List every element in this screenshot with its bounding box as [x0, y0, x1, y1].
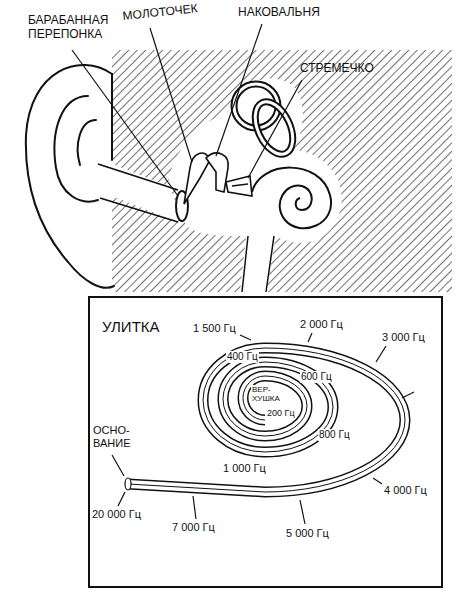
part-label: МОЛОТОЧЕК [122, 2, 198, 24]
base-label: ОСНО- ВАНИЕ [93, 424, 137, 449]
frequency-label: 400 Гц [226, 351, 259, 363]
part-label: БАРАБАННАЯ ПЕРЕПОНКА [28, 14, 124, 42]
frequency-label: 7 000 Гц [172, 521, 215, 534]
cochlea-spiral [125, 348, 405, 492]
bone-hatching [112, 50, 452, 292]
box-heading: УЛИТКА [102, 318, 160, 335]
leader-lines [72, 24, 302, 196]
cochlea-small [252, 168, 331, 229]
part-label: НАКОВАЛЬНЯ [238, 6, 320, 20]
frequency-label: 800 Гц [318, 429, 351, 441]
ossicles [184, 153, 252, 204]
frequency-label: 4 000 Гц [384, 484, 427, 497]
frequency-label: 600 Гц [300, 371, 333, 383]
frequency-label: 5 000 Гц [286, 527, 329, 540]
frequency-label: 3 000 Гц [382, 331, 425, 344]
ear-canal [98, 164, 178, 222]
apex-label: ВЕР- ХУШКА [251, 385, 283, 403]
frequency-label: 2 000 Гц [300, 318, 343, 331]
frequency-label: 1 500 Гц [193, 322, 236, 335]
outer-ear [26, 65, 114, 288]
inset-ground [88, 296, 443, 588]
frequency-label: 20 000 Гц [92, 508, 141, 521]
part-label: СТРЕМЕЧКО [300, 62, 374, 76]
frequency-ticks [112, 333, 414, 524]
frequency-label: 1 000 Гц [222, 462, 267, 475]
frequency-label: 200 Гц [266, 408, 296, 418]
eustachian-tube [242, 236, 274, 292]
semicircular-canals [234, 84, 300, 160]
